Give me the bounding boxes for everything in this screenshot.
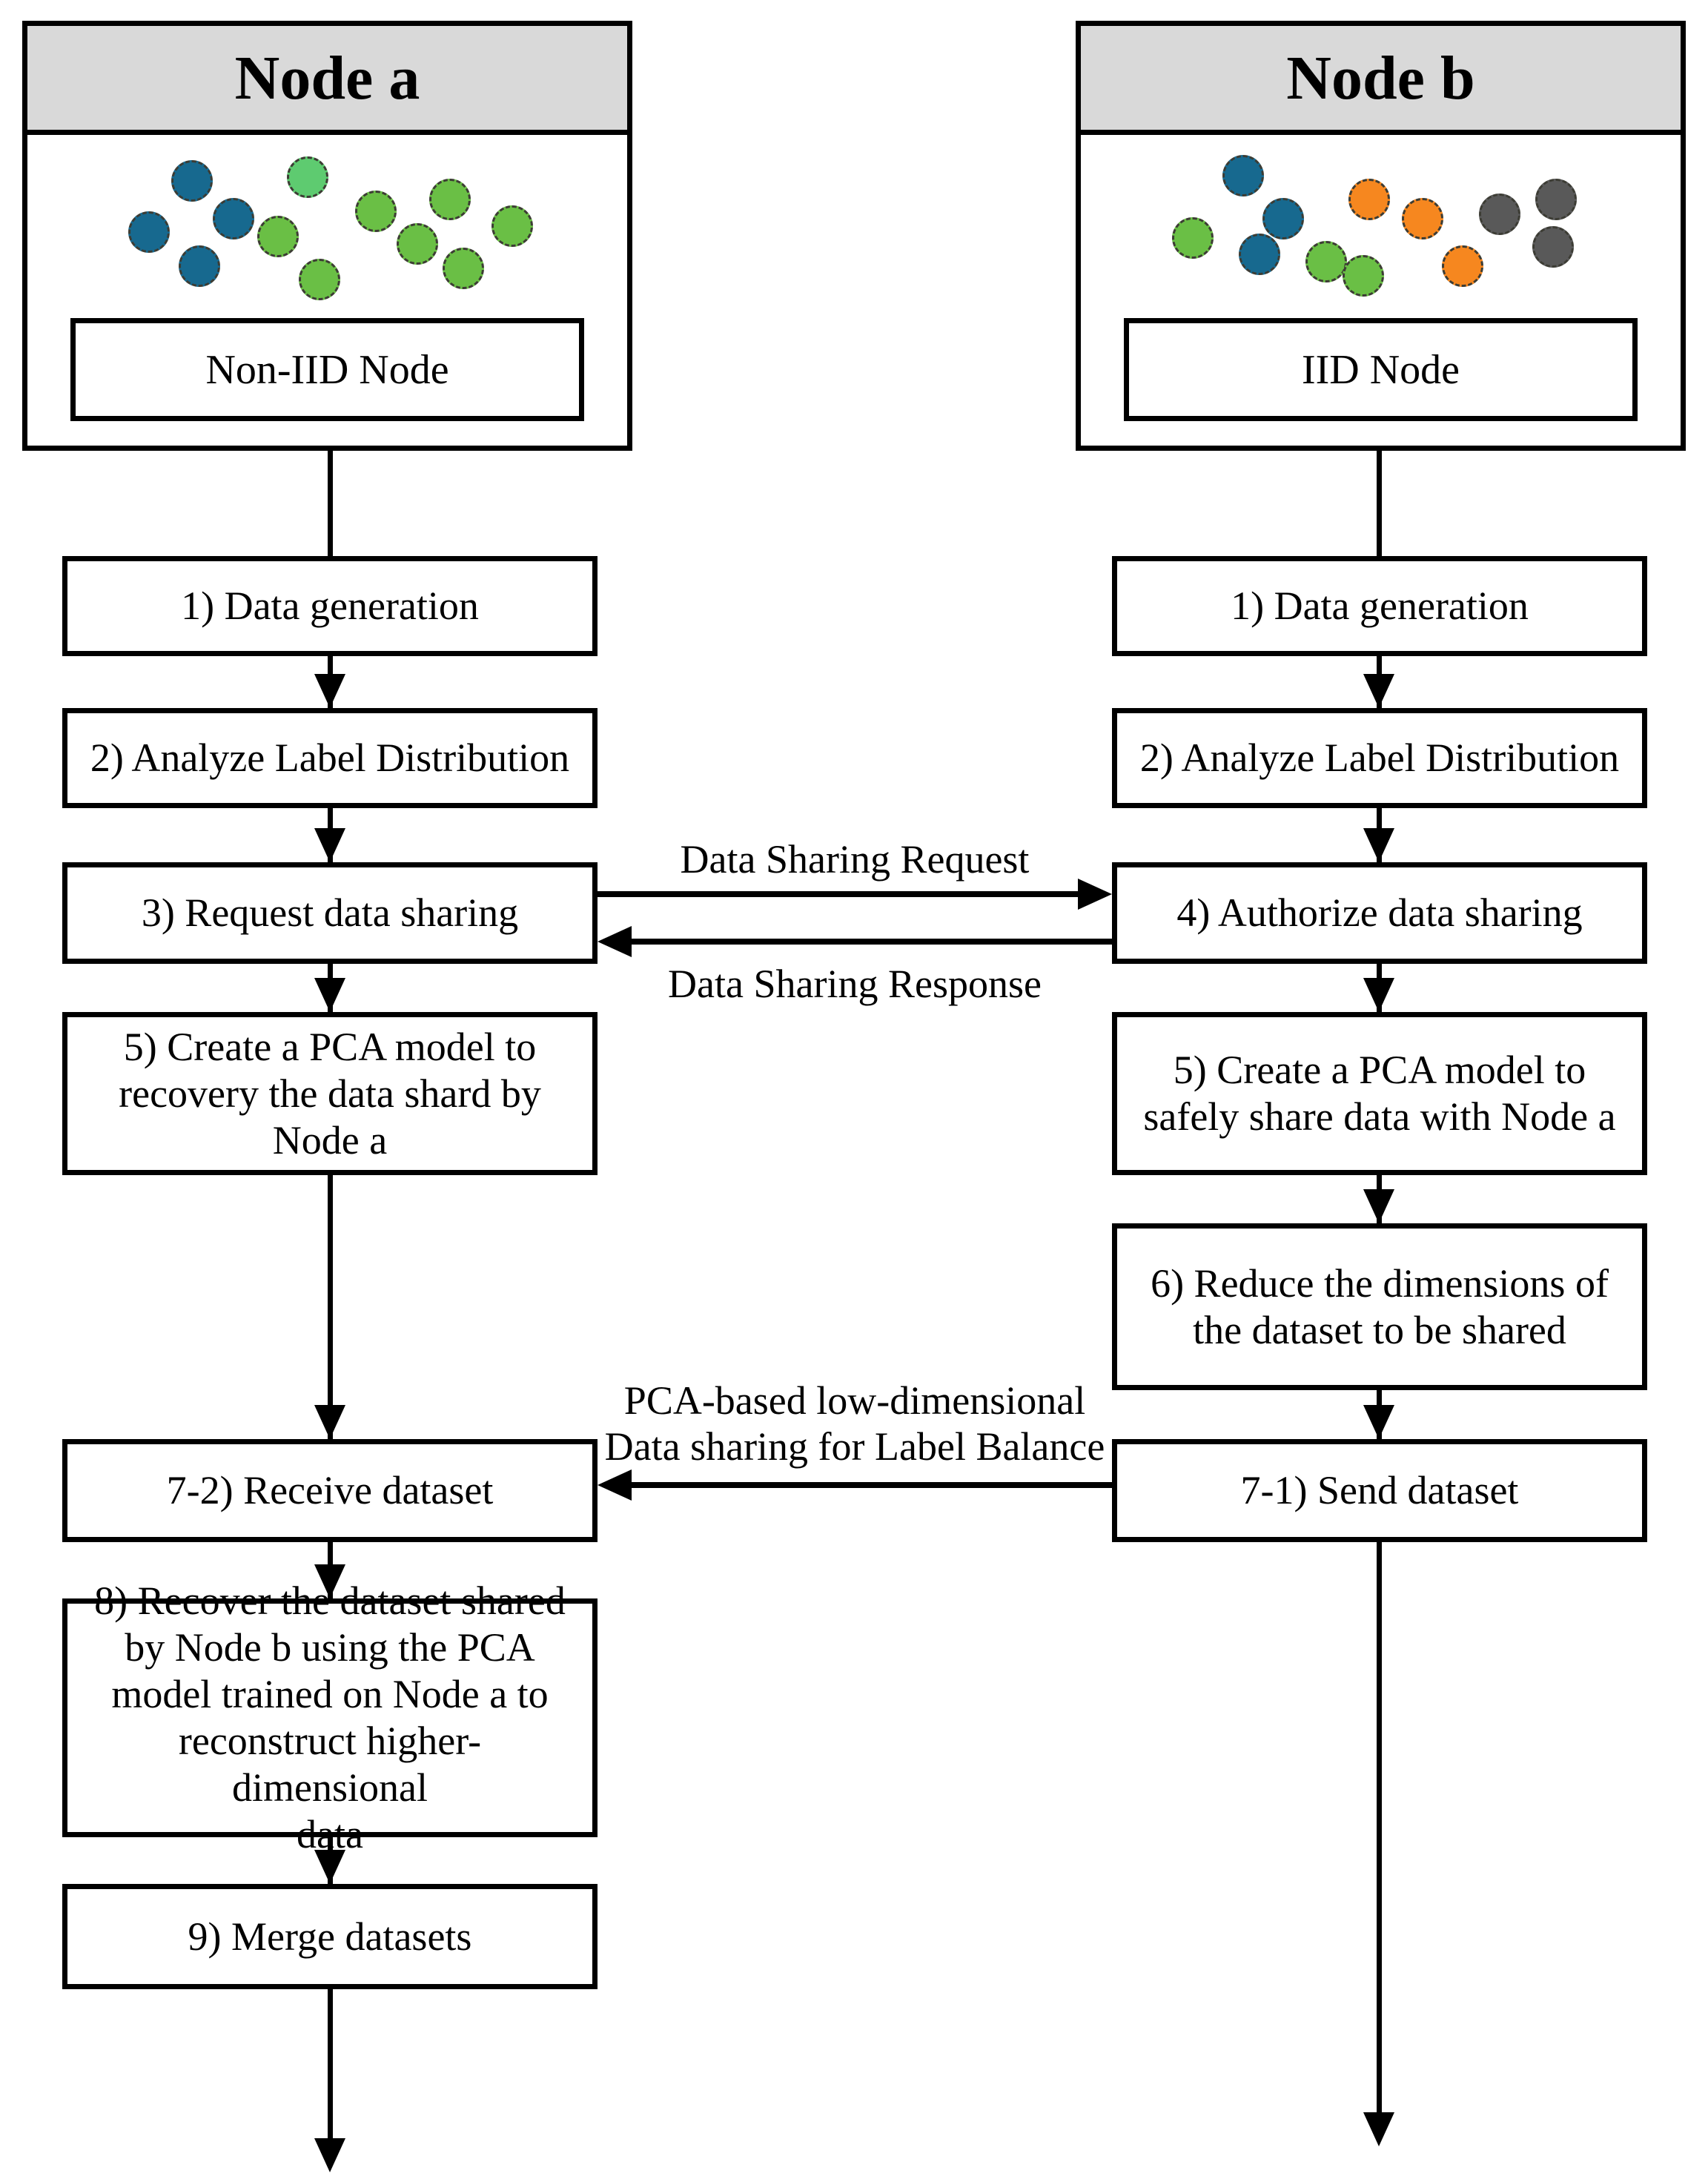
- arrowhead-a2-icon: [314, 674, 345, 708]
- teal-data-dot: [171, 160, 213, 202]
- orange-data-dot: [1442, 245, 1483, 287]
- step-a7-receive-dataset: 7-2) Receive dataset: [62, 1439, 598, 1542]
- node-b-header: Node b: [1081, 26, 1681, 135]
- arrowhead-a7-icon: [314, 1405, 345, 1439]
- connector-request-line: [598, 891, 1081, 897]
- green-data-dot: [491, 205, 533, 247]
- step-a9-merge-datasets: 9) Merge datasets: [62, 1884, 598, 1989]
- arrowhead-b5-icon: [1363, 978, 1394, 1012]
- green-data-dot: [429, 179, 471, 220]
- connector-b7-out: [1377, 1542, 1382, 2114]
- label-pca-transfer: PCA-based low-dimensional Data sharing f…: [604, 1378, 1105, 1469]
- label-data-sharing-request: Data Sharing Request: [680, 837, 1030, 882]
- connector-transfer-line: [630, 1482, 1112, 1488]
- node-a-title: Node a: [234, 43, 420, 113]
- teal-data-dot: [1262, 198, 1304, 239]
- arrowhead-request-icon: [1078, 879, 1112, 910]
- step-a8-recover-dataset: 8) Recover the dataset shared by Node b …: [62, 1578, 598, 1856]
- node-a-box: Node a Non-IID Node: [22, 21, 632, 451]
- arrowhead-a8-icon: [314, 1564, 345, 1598]
- arrowhead-b-bottom-icon: [1363, 2112, 1394, 2146]
- step-b5-create-pca-model: 5) Create a PCA model to safely share da…: [1112, 1012, 1647, 1175]
- orange-data-dot: [1402, 198, 1443, 239]
- step-b7-send-dataset: 7-1) Send dataset: [1112, 1439, 1647, 1542]
- teal-data-dot: [128, 211, 170, 253]
- node-b-caption-box: IID Node: [1124, 318, 1638, 421]
- node-a-caption-box: Non-IID Node: [70, 318, 584, 421]
- step-a5-create-pca-model: 5) Create a PCA model to recovery the da…: [62, 1012, 598, 1175]
- arrowhead-b2-icon: [1363, 674, 1394, 708]
- green-data-dot: [1172, 217, 1214, 259]
- connector-a5-to-a7: [328, 1175, 333, 1439]
- arrowhead-a5-icon: [314, 978, 345, 1012]
- green_light-data-dot: [287, 156, 328, 198]
- node-a-caption: Non-IID Node: [205, 346, 449, 393]
- connector-nodea-to-a1: [328, 451, 333, 556]
- step-b2-analyze-labels: 2) Analyze Label Distribution: [1112, 708, 1647, 808]
- teal-data-dot: [179, 245, 220, 287]
- green-data-dot: [397, 223, 438, 265]
- arrowhead-a3-icon: [314, 828, 345, 862]
- green-data-dot: [355, 191, 397, 232]
- node-b-caption: IID Node: [1301, 346, 1460, 393]
- step-b4-authorize-sharing: 4) Authorize data sharing: [1112, 862, 1647, 964]
- teal-data-dot: [1239, 234, 1280, 275]
- step-b1-data-generation: 1) Data generation: [1112, 556, 1647, 656]
- step-a1-data-generation: 1) Data generation: [62, 556, 598, 656]
- step-a3-request-sharing: 3) Request data sharing: [62, 862, 598, 964]
- arrowhead-b7-icon: [1363, 1405, 1394, 1439]
- arrowhead-a9-icon: [314, 1850, 345, 1884]
- arrowhead-transfer-icon: [598, 1469, 632, 1501]
- gray-data-dot: [1479, 194, 1520, 235]
- teal-data-dot: [1222, 155, 1264, 196]
- arrowhead-b6-icon: [1363, 1189, 1394, 1223]
- green-data-dot: [299, 259, 340, 300]
- arrowhead-a-bottom-icon: [314, 2138, 345, 2172]
- gray-data-dot: [1532, 226, 1574, 268]
- green-data-dot: [443, 248, 484, 289]
- gray-data-dot: [1535, 179, 1577, 220]
- step-a2-analyze-labels: 2) Analyze Label Distribution: [62, 708, 598, 808]
- teal-data-dot: [213, 198, 254, 239]
- arrowhead-response-icon: [598, 926, 632, 957]
- green-data-dot: [1343, 255, 1384, 297]
- connector-nodeb-to-b1: [1377, 451, 1382, 556]
- arrowhead-b4-icon: [1363, 828, 1394, 862]
- connector-a9-out: [328, 1989, 333, 2145]
- orange-data-dot: [1348, 179, 1390, 220]
- label-data-sharing-response: Data Sharing Response: [668, 962, 1042, 1006]
- connector-response-line: [630, 939, 1112, 945]
- step-b6-reduce-dimensions: 6) Reduce the dimensions of the dataset …: [1112, 1223, 1647, 1390]
- node-b-title: Node b: [1286, 43, 1475, 113]
- green-data-dot: [1305, 241, 1347, 282]
- node-b-box: Node b IID Node: [1076, 21, 1686, 451]
- node-a-header: Node a: [27, 26, 627, 135]
- green-data-dot: [257, 216, 299, 257]
